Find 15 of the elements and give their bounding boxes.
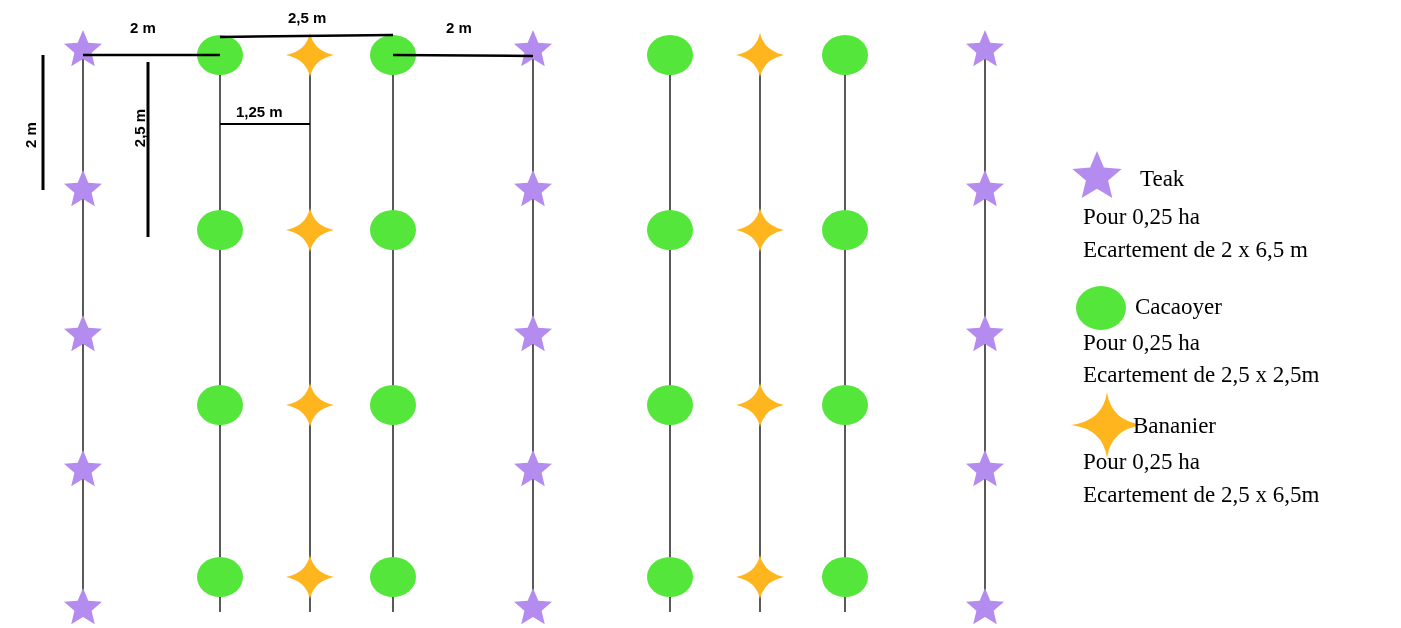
- dimension-label: 2,5 m: [288, 10, 327, 25]
- legend-label: Teak: [1140, 167, 1185, 190]
- legend-label: Cacaoyer: [1135, 295, 1222, 318]
- legend-note: Ecartement de 2,5 x 6,5m: [1083, 483, 1320, 506]
- legend-label: Bananier: [1133, 414, 1216, 437]
- dimension-label: 2 m: [130, 20, 156, 35]
- legend-note: Pour 0,25 ha: [1083, 205, 1200, 228]
- dimension-label: 2,5 m: [131, 108, 147, 148]
- dimension-label: 1,25 m: [236, 104, 283, 119]
- legend-note: Pour 0,25 ha: [1083, 331, 1200, 354]
- legend-note: Ecartement de 2 x 6,5 m: [1083, 238, 1308, 261]
- legend-note: Pour 0,25 ha: [1083, 450, 1200, 473]
- legend-note: Ecartement de 2,5 x 2,5m: [1083, 363, 1320, 386]
- dimension-label: 2 m: [446, 20, 472, 35]
- dimension-label: 2 m: [22, 122, 38, 148]
